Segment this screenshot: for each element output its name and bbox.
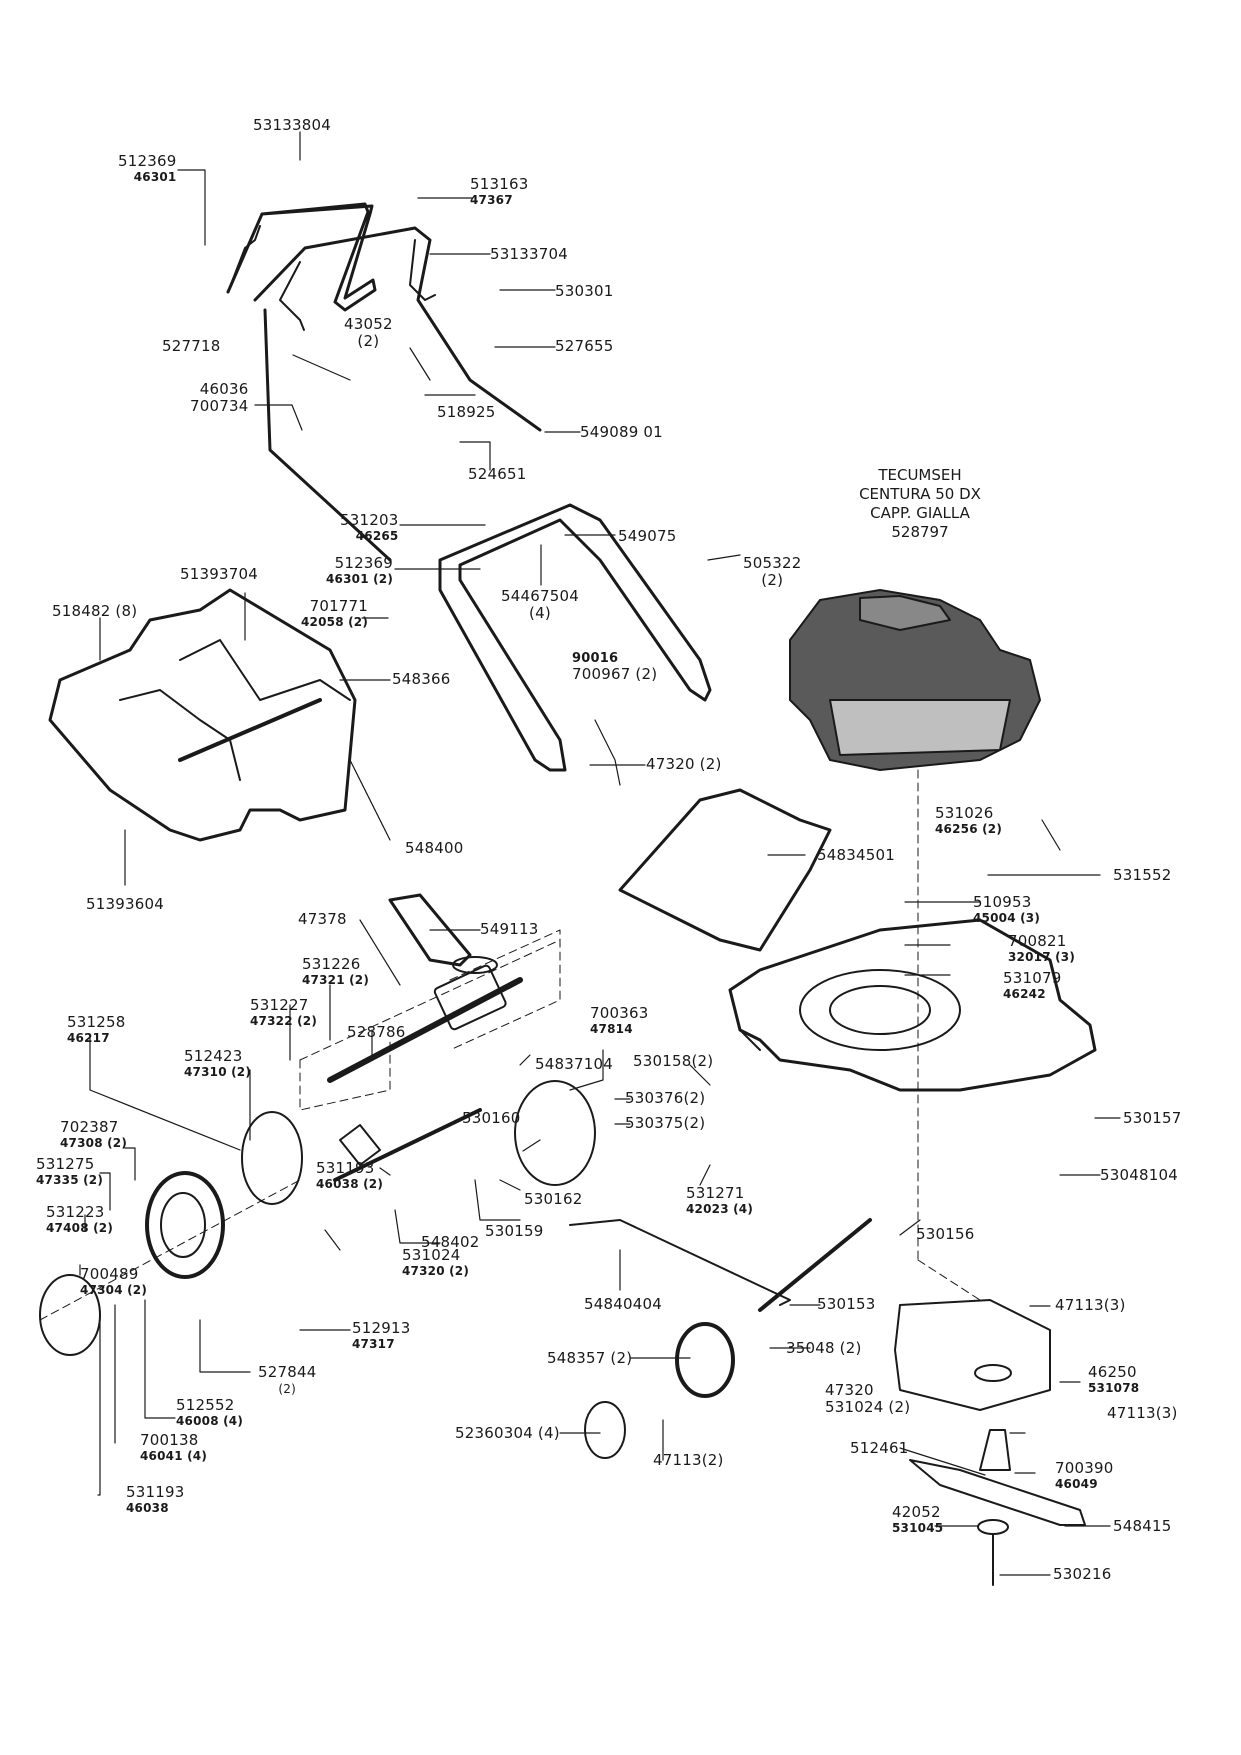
leader-lines [79,131,1121,1576]
front-axle [569,1218,872,1312]
engine [789,589,1041,771]
blade-assembly [894,1299,1086,1586]
part-label: 548357 (2) [547,1349,633,1367]
part-label: 548366 [392,670,451,688]
part-label: 54840404 [584,1295,662,1313]
part-label: 43052(2) [344,315,393,350]
part-label: 47320 (2) [646,755,722,773]
part-label: 530162 [524,1190,583,1208]
part-label: 54837104 [535,1055,613,1073]
grass-catcher [48,588,357,842]
part-label: 530160 [462,1109,521,1127]
part-label: 530376(2) [625,1089,706,1107]
part-label: 47378 [298,910,347,928]
engine-label: TECUMSEH CENTURA 50 DX CAPP. GIALLA 5287… [845,466,995,542]
part-label: 549113 [480,920,539,938]
part-label: 54834501 [817,846,895,864]
part-label: 530159 [485,1222,544,1240]
part-label: 548400 [405,839,464,857]
part-label: 527718 [162,337,221,355]
front-wheel [584,1322,735,1459]
upper-handle-bar [226,202,377,312]
part-label: 530157 [1123,1109,1182,1127]
part-label: 35048 (2) [786,1339,862,1357]
part-label: 47113(3) [1107,1404,1178,1422]
part-label: 53048104 [1100,1166,1178,1184]
part-label: 505322(2) [743,554,802,589]
gearbox-axle [327,893,523,1083]
part-label: 518482 (8) [52,602,138,620]
part-label: 548415 [1113,1517,1172,1535]
part-label: 54467504(4) [501,587,579,622]
part-label: 51393604 [86,895,164,913]
part-label: 512461 [850,1439,909,1457]
engine-variant: CAPP. GIALLA [870,504,970,522]
assembly-axis-lines [39,769,981,1321]
part-label: 53133704 [490,245,568,263]
middle-handle [253,226,542,562]
part-label: 530301 [555,282,614,300]
part-label: 527655 [555,337,614,355]
part-label: 530153 [817,1295,876,1313]
part-label: 51393704 [180,565,258,583]
height-plate [333,1080,596,1186]
part-label: 527844(2) [258,1363,317,1397]
engine-brand: TECUMSEH [878,466,962,484]
part-label: 52360304 (4) [455,1424,560,1442]
mower-deck [728,918,1097,1092]
rear-flap [618,788,832,952]
part-label: 531552 [1113,866,1172,884]
part-label: 53133804 [253,116,331,134]
part-label: 530158(2) [633,1052,714,1070]
part-label: 548402 [421,1233,480,1251]
lower-handle [438,503,712,772]
engine-model: CENTURA 50 DX [859,485,981,503]
part-label: 549075 [618,527,677,545]
part-label: 530216 [1053,1565,1112,1583]
part-label: 530156 [916,1225,975,1243]
part-label: 47113(2) [653,1451,724,1469]
part-label: 518925 [437,403,496,421]
part-label: 530375(2) [625,1114,706,1132]
part-label: 524651 [468,465,527,483]
part-label: 549089 01 [580,423,663,441]
part-label: 47113(3) [1055,1296,1126,1314]
engine-part-number: 528797 [891,523,949,541]
part-label: 528786 [347,1023,406,1041]
